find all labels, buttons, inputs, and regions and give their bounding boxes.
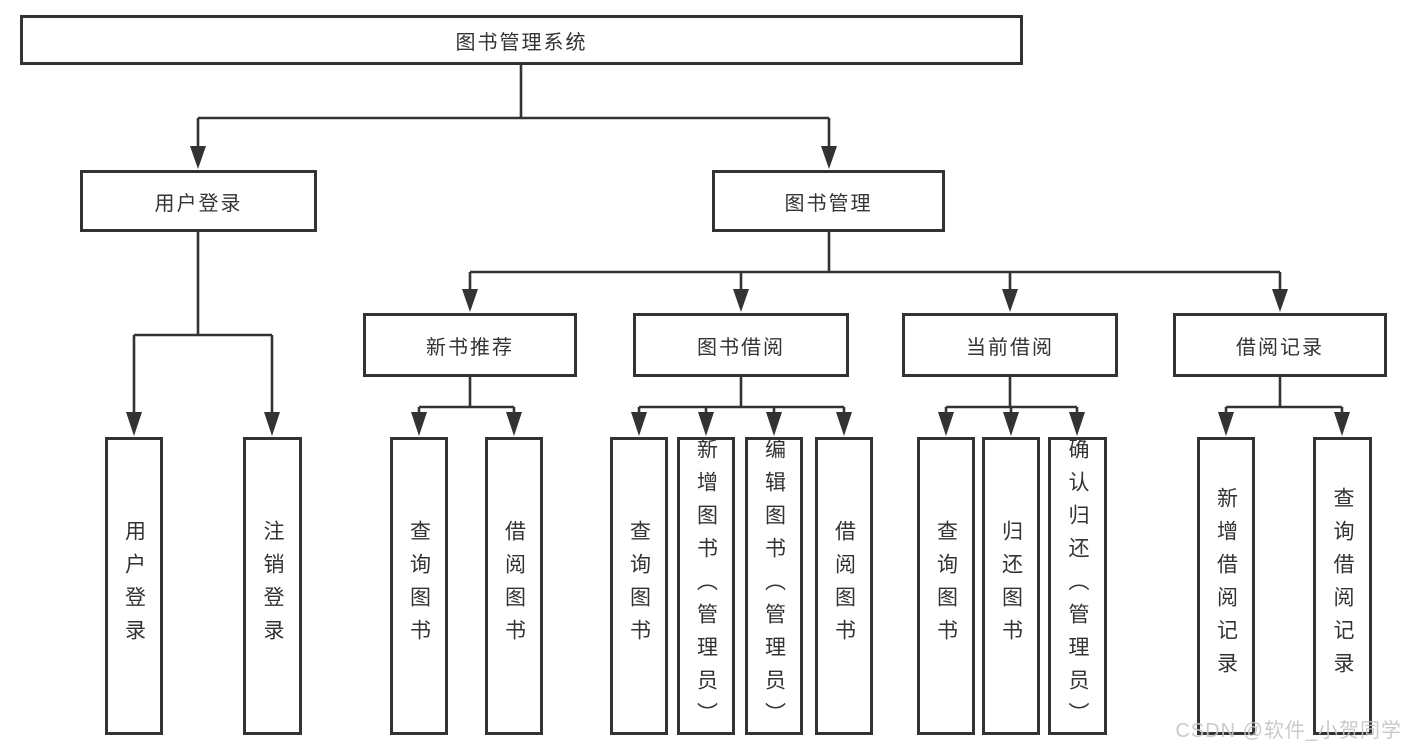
connector-borrow-records (1218, 377, 1350, 436)
csdn-watermark: CSDN @软件_小贺同学 (1175, 720, 1402, 742)
node-book-management: 图书管理 (712, 170, 945, 232)
leaf-add-borrow-record: 新增借阅记录 (1197, 437, 1255, 735)
leaf-query-books-recommend: 查询图书 (390, 437, 448, 735)
leaf-add-book-admin-label: 新增图书（管理员） (694, 437, 718, 735)
leaf-confirm-return-admin-label: 确认归还（管理员） (1066, 437, 1090, 735)
leaf-add-borrow-record-label: 新增借阅记录 (1214, 487, 1238, 685)
leaf-query-borrow-record: 查询借阅记录 (1313, 437, 1372, 735)
arrowhead (938, 412, 954, 436)
arrowhead (126, 412, 142, 436)
leaf-borrow-books-2: 借阅图书 (815, 437, 873, 735)
node-book-borrow: 图书借阅 (633, 313, 849, 377)
arrowhead (411, 412, 427, 436)
arrowhead (506, 412, 522, 436)
node-new-book-recommend: 新书推荐 (363, 313, 577, 377)
leaf-borrow-books-recommend: 借阅图书 (485, 437, 543, 735)
leaf-return-book-label: 归还图书 (999, 520, 1023, 652)
leaf-query-books-current-label: 查询图书 (934, 520, 958, 652)
leaf-query-books-recommend-label: 查询图书 (407, 520, 431, 652)
connector-root (190, 65, 837, 169)
connector-book-borrow (631, 377, 852, 436)
leaf-borrow-books-2-label: 借阅图书 (832, 520, 856, 652)
leaf-query-books-borrow: 查询图书 (610, 437, 668, 735)
node-book-management-label: 图书管理 (784, 192, 873, 215)
connector-current-borrow (938, 377, 1085, 436)
leaf-user-login: 用户登录 (105, 437, 163, 735)
node-borrow-records: 借阅记录 (1173, 313, 1387, 377)
leaf-edit-book-admin-label: 编辑图书（管理员） (762, 437, 786, 735)
leaf-user-login-label: 用户登录 (122, 520, 146, 652)
connector-user-login (126, 232, 280, 436)
arrowhead (264, 412, 280, 436)
leaf-return-book: 归还图书 (982, 437, 1040, 735)
arrowhead (1218, 412, 1234, 436)
arrowhead (190, 146, 206, 169)
arrowhead (631, 412, 647, 436)
arrowhead (821, 146, 837, 169)
leaf-logout: 注销登录 (243, 437, 302, 735)
leaf-logout-label: 注销登录 (261, 520, 285, 652)
node-new-book-recommend-label: 新书推荐 (426, 336, 514, 359)
leaf-add-book-admin: 新增图书（管理员） (677, 437, 735, 735)
arrowhead (1002, 289, 1018, 312)
node-root-label: 图书管理系统 (455, 31, 588, 54)
arrowhead (462, 289, 478, 312)
leaf-query-borrow-record-label: 查询借阅记录 (1331, 487, 1355, 685)
leaf-borrow-books-recommend-label: 借阅图书 (502, 520, 526, 652)
leaf-query-books-current: 查询图书 (917, 437, 975, 735)
node-root: 图书管理系统 (20, 15, 1023, 65)
leaf-confirm-return-admin: 确认归还（管理员） (1048, 437, 1107, 735)
leaf-query-books-borrow-label: 查询图书 (627, 520, 651, 652)
arrowhead (1069, 412, 1085, 436)
node-current-borrow-label: 当前借阅 (966, 336, 1054, 359)
arrowhead (733, 289, 749, 312)
node-book-borrow-label: 图书借阅 (697, 336, 785, 359)
arrowhead (1334, 412, 1350, 436)
node-user-login-label: 用户登录 (154, 192, 243, 215)
leaf-edit-book-admin: 编辑图书（管理员） (745, 437, 803, 735)
node-borrow-records-label: 借阅记录 (1236, 336, 1324, 359)
node-current-borrow: 当前借阅 (902, 313, 1118, 377)
node-user-login: 用户登录 (80, 170, 317, 232)
arrowhead (1003, 412, 1019, 436)
arrowhead (836, 412, 852, 436)
arrowhead (1272, 289, 1288, 312)
connector-new-book-recommend (411, 377, 522, 436)
arrowhead (698, 412, 714, 436)
arrowhead (766, 412, 782, 436)
connector-book-management (462, 232, 1288, 312)
